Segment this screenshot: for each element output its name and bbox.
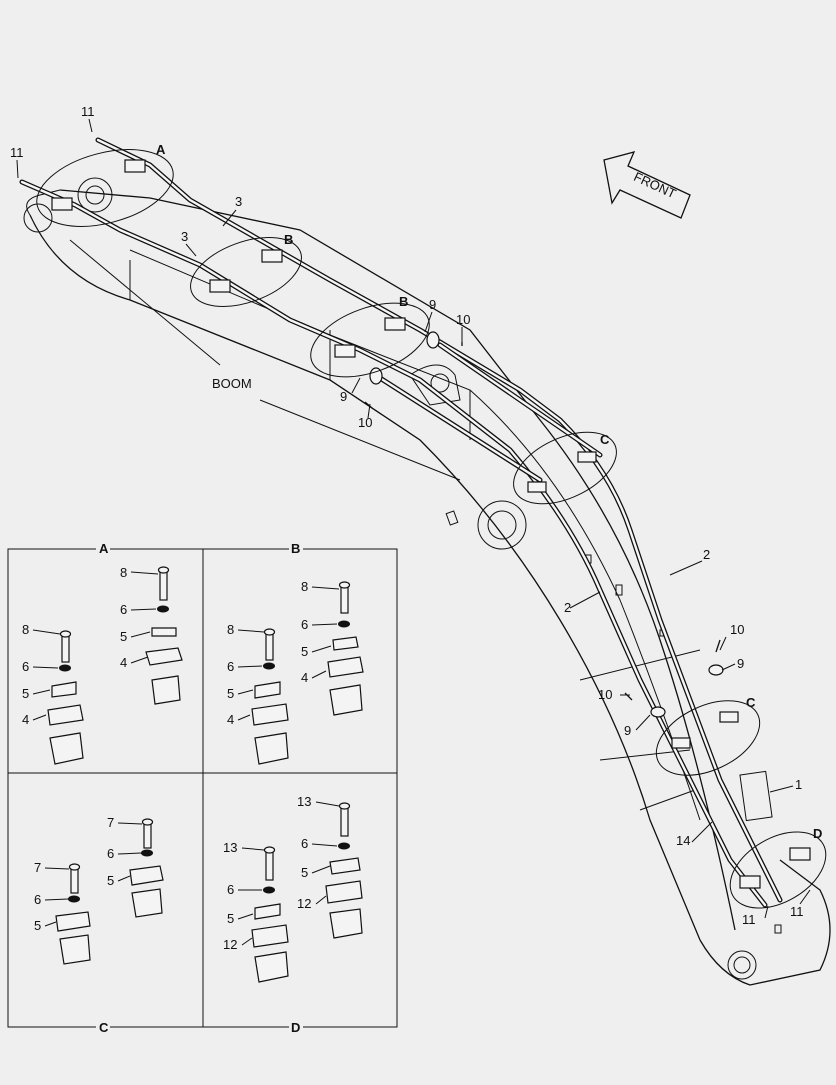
panel-a-stack-left: [47, 630, 84, 765]
panel-c-stack-right: [129, 818, 164, 918]
main-callouts: A B B C C D BOOM 11 11 3 3 9 10 9 10 2 2…: [10, 104, 822, 927]
callout-9: 9: [624, 723, 631, 738]
callout-12: 12: [297, 896, 311, 911]
callout-6: 6: [301, 836, 308, 851]
panel-a-stack-right: [145, 566, 183, 705]
clamp-a1: [124, 159, 146, 173]
clamp-d2: [739, 875, 761, 889]
fitting-9: [369, 367, 383, 385]
callout-11: 11: [81, 104, 95, 119]
callout-13: 13: [223, 840, 237, 855]
detail-label-b: B: [284, 232, 293, 247]
callout-5: 5: [107, 873, 114, 888]
detail-panel: A B C D 8 6 5 4 8 6 5 4: [7, 541, 398, 1035]
boom-label: BOOM: [212, 376, 252, 391]
callout-5: 5: [34, 918, 41, 933]
detail-label-d: D: [813, 826, 822, 841]
callout-7: 7: [107, 815, 114, 830]
callout-5: 5: [227, 911, 234, 926]
callout-8: 8: [227, 622, 234, 637]
callout-5: 5: [120, 629, 127, 644]
clamp-a2: [51, 197, 73, 211]
panel-b-stack-left: [251, 628, 289, 765]
callout-3: 3: [181, 229, 188, 244]
detail-label-c: C: [746, 695, 756, 710]
callout-3: 3: [235, 194, 242, 209]
callout-8: 8: [301, 579, 308, 594]
callout-4: 4: [22, 712, 29, 727]
fitting-9: [650, 706, 666, 718]
callout-4: 4: [301, 670, 308, 685]
callout-6: 6: [227, 882, 234, 897]
callout-11: 11: [790, 904, 804, 919]
front-arrow: FRONT: [603, 151, 691, 219]
clamp-b4: [334, 344, 356, 358]
callout-5: 5: [22, 686, 29, 701]
callout-6: 6: [107, 846, 114, 861]
clamp-c3: [719, 711, 739, 723]
callout-9: 9: [429, 297, 436, 312]
clamp-c2: [527, 481, 547, 493]
panel-title-a: A: [99, 541, 109, 556]
callout-13: 13: [297, 794, 311, 809]
callout-5: 5: [301, 644, 308, 659]
callout-4: 4: [120, 655, 127, 670]
callout-10: 10: [456, 312, 470, 327]
clamp-c1: [577, 451, 597, 463]
callout-1: 1: [795, 777, 802, 792]
clamp-c4: [671, 737, 691, 749]
callout-9: 9: [340, 389, 347, 404]
boom-clamps: [51, 159, 811, 889]
callout-2: 2: [703, 547, 710, 562]
callout-4: 4: [227, 712, 234, 727]
detail-label-c: C: [600, 432, 610, 447]
panel-title-d: D: [291, 1020, 300, 1035]
callout-14: 14: [676, 833, 690, 848]
panel-c-stack-left: [55, 863, 91, 965]
callout-7: 7: [34, 860, 41, 875]
front-label: FRONT: [631, 169, 678, 202]
clamp-b2: [209, 279, 231, 293]
callout-6: 6: [120, 602, 127, 617]
detail-label-b: B: [399, 294, 408, 309]
panel-d-stack-right: [325, 802, 363, 939]
fitting-9: [426, 331, 440, 349]
callout-5: 5: [301, 865, 308, 880]
detail-circles: [36, 149, 827, 909]
detail-label-a: A: [156, 142, 166, 157]
fitting-9: [708, 664, 724, 676]
callout-11: 11: [742, 912, 756, 927]
callout-2: 2: [564, 600, 571, 615]
panel-d-stack-left: [251, 846, 289, 983]
callout-9: 9: [737, 656, 744, 671]
clamp-d1: [789, 847, 811, 861]
callout-12: 12: [223, 937, 237, 952]
callout-10: 10: [358, 415, 372, 430]
panel-title-c: C: [99, 1020, 109, 1035]
callout-5: 5: [227, 686, 234, 701]
clamp-b3: [384, 317, 406, 331]
callout-6: 6: [34, 892, 41, 907]
callout-8: 8: [120, 565, 127, 580]
callout-8: 8: [22, 622, 29, 637]
panel-b-stack-right: [327, 581, 364, 716]
callout-10: 10: [598, 687, 612, 702]
callout-6: 6: [227, 659, 234, 674]
callout-10: 10: [730, 622, 744, 637]
panel-title-b: B: [291, 541, 300, 556]
callout-11: 11: [10, 145, 24, 160]
clamp-b1: [261, 249, 283, 263]
callout-6: 6: [301, 617, 308, 632]
callout-6: 6: [22, 659, 29, 674]
